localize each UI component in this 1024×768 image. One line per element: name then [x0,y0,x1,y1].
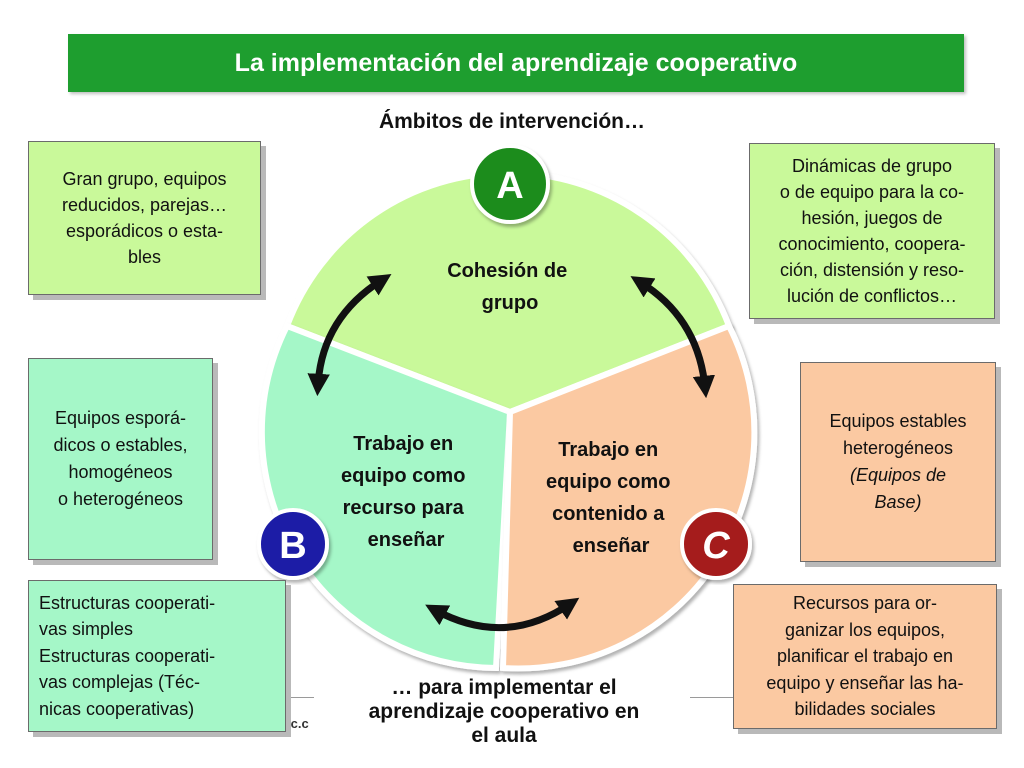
segment-a-label: Cohesión de grupo [447,260,573,314]
svg-text:B: B [279,525,306,567]
box-mid-right: Equipos estables heterogéneos (Equipos d… [800,362,996,562]
divider-right [690,697,734,698]
page-title: La implementación del aprendizaje cooper… [234,48,798,77]
badge-c: C [680,508,752,580]
box-top-right: Dinámicas de grupo o de equipo para la c… [749,143,995,319]
bottom-caption-line: … para implementar el [391,676,617,699]
segment-b-label: Trabajo en equipo como recurso para ense… [341,433,471,551]
arrow-b-c [425,597,580,632]
title-bar: La implementación del aprendizaje cooper… [68,34,964,92]
box-bottom-right: Recursos para or- ganizar los equipos, p… [733,584,997,729]
bottom-caption-line: aprendizaje cooperativo en [368,700,640,723]
bottom-caption: … para implementar el aprendizaje cooper… [322,676,686,748]
footer-fragment: ic.c [287,716,309,731]
divider-left [286,697,314,698]
bottom-caption-line: el aula [471,724,537,747]
badge-a: A [470,144,550,224]
box-top-left: Gran grupo, equipos reducidos, parejas… … [28,141,261,295]
box-mid-left: Equipos esporá- dicos o estables, homogé… [28,358,213,560]
subtitle: Ámbitos de intervención… [378,110,646,133]
svg-text:A: A [496,165,523,207]
box-bottom-left: Estructuras cooperati- vas simples Estru… [28,580,286,732]
arrow-a-c [630,276,716,399]
badge-b: B [257,508,329,580]
arrow-a-b [307,274,392,397]
segment-c-label: Trabajo en equipo como contenido a enseñ… [546,439,676,557]
svg-text:C: C [702,525,730,567]
